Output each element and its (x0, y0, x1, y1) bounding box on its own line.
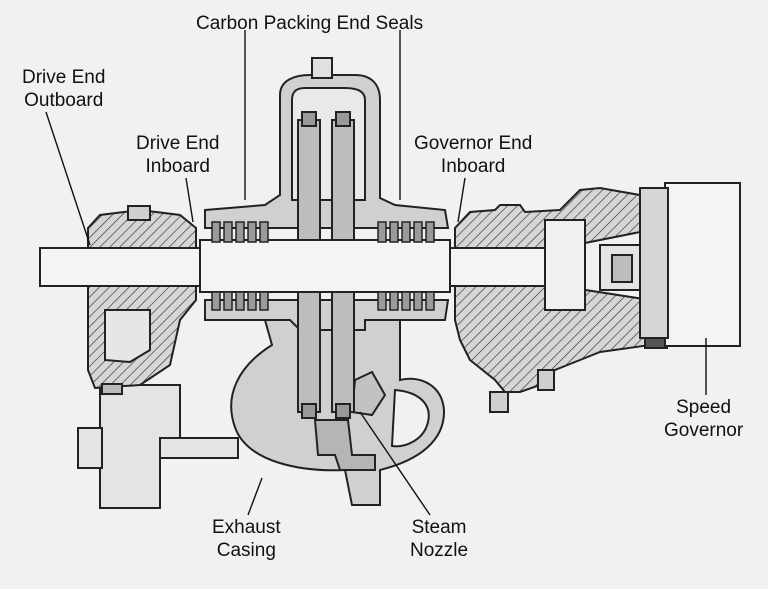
label-governor-end-inboard-line1: Governor End (414, 133, 533, 154)
speed-governor (664, 182, 741, 347)
label-drive-end-outboard-line1: Drive End (22, 67, 106, 88)
drive-end-pedestal (77, 384, 239, 509)
label-governor-end-inboard-line2: Inboard (440, 156, 506, 177)
label-speed-governor-line2: Governor (664, 420, 744, 441)
label-drive-end-inboard: Drive End Inboard (136, 132, 219, 178)
carbon-packing-rings (211, 221, 435, 311)
steam-nozzle (313, 419, 376, 471)
label-exhaust-casing-line1: Exhaust (212, 517, 281, 538)
label-speed-governor: Speed Governor (664, 396, 743, 442)
label-drive-end-outboard: Drive End Outboard (22, 66, 105, 112)
label-speed-governor-line1: Speed (676, 397, 732, 418)
label-exhaust-casing: Exhaust Casing (212, 516, 281, 562)
label-exhaust-casing-line2: Casing (216, 540, 276, 561)
label-drive-end-inboard-line1: Drive End (136, 133, 220, 154)
label-drive-end-inboard-line2: Inboard (145, 156, 210, 177)
label-governor-end-inboard: Governor End Inboard (414, 132, 532, 178)
leader-lines (45, 30, 707, 516)
label-steam-nozzle: Steam Nozzle (410, 516, 468, 562)
label-carbon-packing-end-seals: Carbon Packing End Seals (196, 13, 424, 34)
label-steam-nozzle-line1: Steam (411, 517, 467, 538)
drive-end-bearing-housing (87, 205, 197, 395)
label-steam-nozzle-line2: Nozzle (410, 540, 469, 561)
label-drive-end-outboard-line2: Outboard (24, 90, 104, 111)
governor-end-bearing-housing (454, 186, 668, 413)
